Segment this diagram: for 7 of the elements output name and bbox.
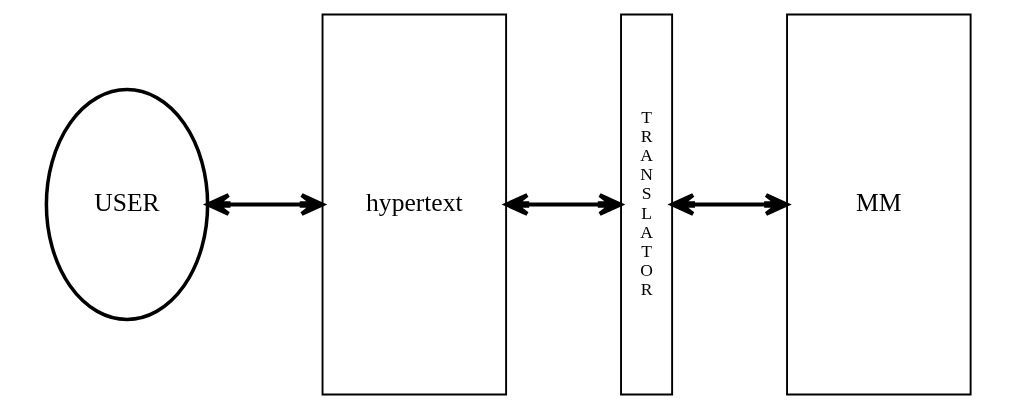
node-box: TRANSLATOR: [620, 13, 674, 396]
arrow: [205, 193, 325, 216]
node-box: MM: [786, 13, 972, 396]
node-ellipse: USER: [44, 87, 210, 322]
arrow: [504, 193, 623, 216]
node-box: hypertext: [321, 13, 508, 396]
arrow: [670, 193, 789, 216]
